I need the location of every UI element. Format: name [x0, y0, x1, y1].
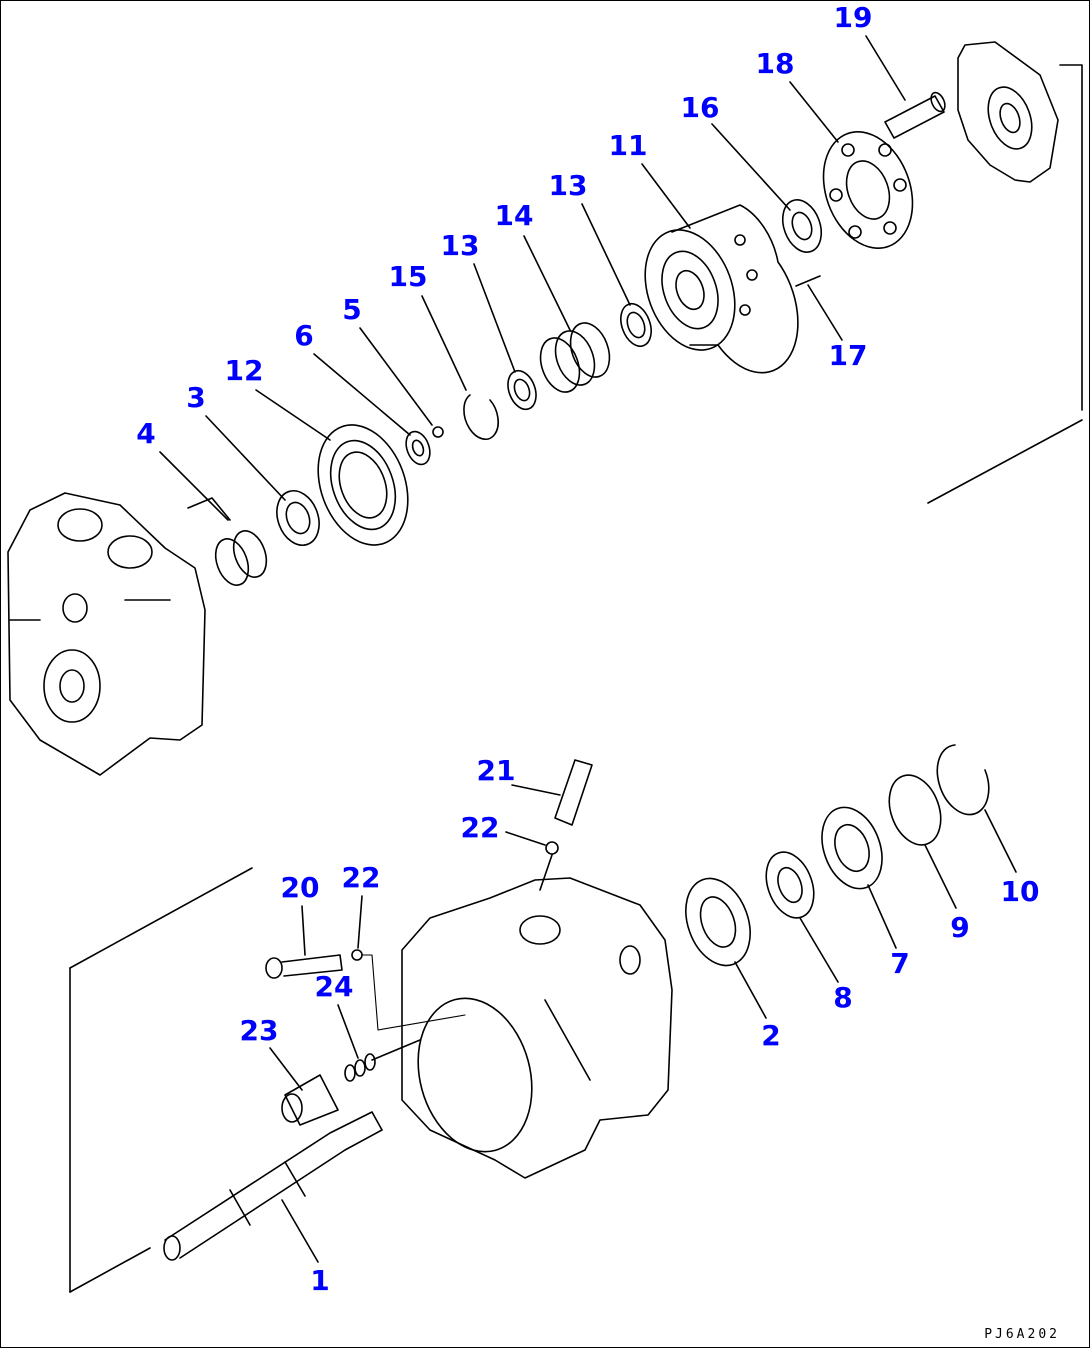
leader-lines	[159, 35, 1017, 1263]
callout-13a: 13	[548, 169, 588, 202]
callout-8: 8	[833, 981, 853, 1014]
callout-23: 23	[239, 1014, 279, 1047]
callout-15: 15	[388, 260, 428, 293]
callout-11: 11	[608, 129, 648, 162]
part-24-spring	[344, 1039, 421, 1082]
callout-9: 9	[950, 911, 970, 944]
callout-4: 4	[136, 417, 156, 450]
end-cover	[957, 41, 1059, 183]
pump-case	[401, 877, 673, 1179]
part-6-bearing	[405, 430, 431, 466]
drawing-code: PJ6A202	[984, 1327, 1060, 1342]
part-22-ball-a	[539, 841, 559, 891]
callout-22b: 22	[341, 861, 381, 894]
part-14-spring	[539, 322, 611, 393]
callout-2: 2	[761, 1019, 781, 1052]
part-16-bearing	[781, 199, 823, 253]
part-22-ball-b	[351, 949, 466, 1031]
callout-17: 17	[828, 339, 868, 372]
callout-10: 10	[1000, 875, 1040, 908]
part-11-cylinder-block	[644, 204, 799, 374]
part-20-bolt	[265, 954, 343, 979]
callout-12: 12	[224, 354, 264, 387]
callout-18: 18	[755, 47, 795, 80]
callout-24: 24	[314, 970, 354, 1003]
callout-19: 19	[833, 1, 873, 34]
callout-7: 7	[890, 947, 910, 980]
callout-14: 14	[494, 199, 534, 232]
part-2-bearing	[685, 877, 751, 967]
part-3-bushing	[276, 490, 320, 546]
part-9-o-ring	[888, 774, 942, 846]
callout-22a: 22	[460, 811, 500, 844]
part-17-dowel	[795, 275, 821, 287]
break-lines-lower	[69, 867, 253, 1293]
break-lines-upper	[927, 64, 1083, 504]
callout-3: 3	[186, 381, 206, 414]
part-8-spacer	[765, 851, 815, 919]
callout-21: 21	[476, 754, 516, 787]
part-4-seal-rings	[187, 497, 268, 586]
callout-13b: 13	[440, 229, 480, 262]
part-18-valve-plate	[822, 131, 914, 249]
part-13-washer-b	[507, 369, 537, 411]
callout-5: 5	[342, 293, 362, 326]
callout-6: 6	[294, 319, 314, 352]
part-5-ball	[432, 426, 444, 438]
part-15-snap-ring	[463, 394, 499, 440]
callout-20: 20	[280, 871, 320, 904]
part-21-plug	[554, 759, 593, 826]
callout-16: 16	[680, 91, 720, 124]
part-10-snap-ring	[936, 744, 990, 816]
part-12-plate	[317, 424, 409, 546]
part-13-washer-a	[620, 302, 652, 348]
part-7-gear-pump	[821, 806, 883, 890]
callout-1: 1	[310, 1264, 330, 1297]
part-1-shaft	[163, 1111, 383, 1261]
part-23-piston	[281, 1074, 339, 1126]
valve-body	[7, 492, 206, 776]
part-19-pin	[884, 91, 946, 139]
